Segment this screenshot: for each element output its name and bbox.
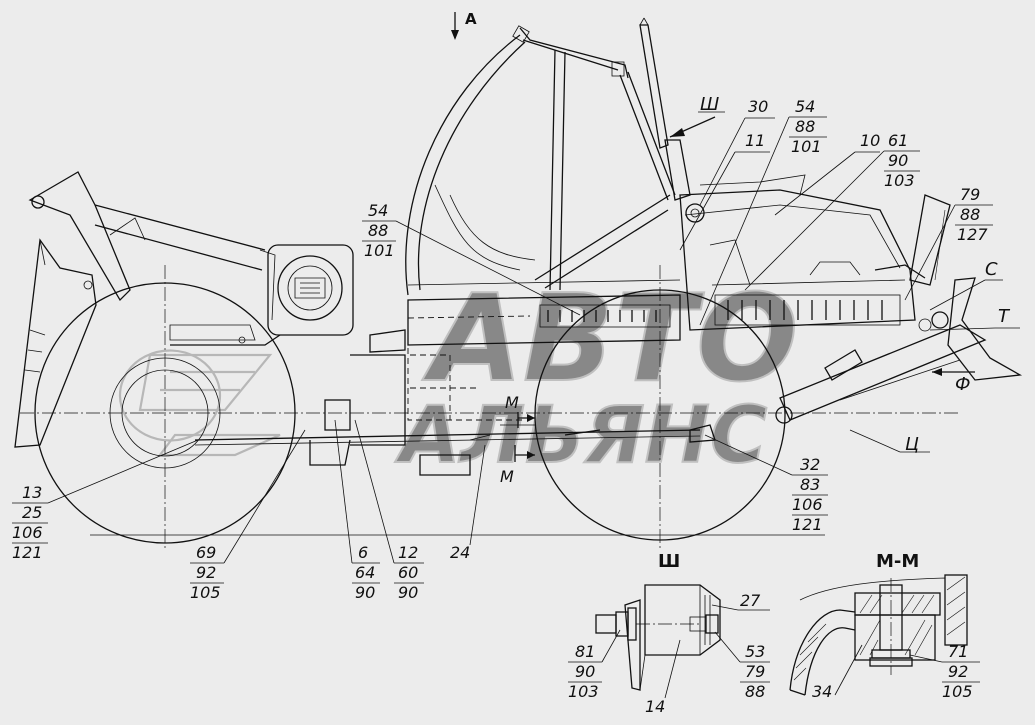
callout-32-83-106-121: 32 83 106 121	[704, 434, 828, 534]
callout-69-92-105: 69 92 105	[190, 429, 306, 602]
callout-32-a: 32	[800, 455, 820, 474]
callout-53-79-88: 53 79 88	[714, 631, 770, 701]
watermark-logo: АВТО АЛЬЯНС	[118, 269, 799, 482]
callout-81-90-103: 81 90 103	[568, 629, 621, 701]
callout-71-a: 71	[948, 642, 968, 661]
front-wheel	[534, 265, 786, 548]
mark-t: Т	[998, 306, 1011, 327]
callout-6-64-90: 6 64 90	[334, 419, 380, 602]
callout-12-60-90: 12 60 90	[354, 419, 424, 602]
rear-fender-slot	[169, 324, 256, 341]
callout-61-a: 61	[888, 131, 908, 150]
mark-ts: Ц	[905, 434, 919, 455]
callout-54-top-c: 101	[791, 137, 822, 156]
view-sh-label: Ш	[700, 94, 719, 115]
callout-53-a: 53	[745, 642, 765, 661]
blower-housing	[267, 244, 354, 336]
callout-71-92-105: 71 92 105	[909, 642, 980, 701]
callout-32-c: 106	[792, 495, 823, 514]
callout-13-d: 121	[12, 543, 43, 562]
callout-11: 11	[679, 131, 770, 251]
callout-69-b: 92	[196, 563, 216, 582]
exhaust-stack	[639, 24, 669, 149]
watermark-text-2: АЛЬЯНС	[394, 391, 767, 481]
hood	[679, 189, 916, 331]
callout-30-text: 30	[748, 97, 768, 116]
mark-c: С	[985, 259, 998, 280]
callout-13-25-106-121: 13 25 106 121	[12, 439, 199, 562]
callout-12-a: 12	[398, 543, 418, 562]
callout-6-c: 90	[355, 583, 375, 602]
callout-53-b: 79	[745, 662, 765, 681]
mark-m-bottom: М	[500, 467, 514, 486]
rear-implement	[14, 171, 276, 448]
section-mm-title: М-М	[876, 551, 919, 572]
callout-54-left-c: 101	[364, 241, 395, 260]
callout-13-c: 106	[12, 523, 43, 542]
callout-24-text: 24	[450, 543, 470, 562]
section-view-mm: М-М 71 92 105 34	[789, 551, 980, 701]
callout-10: 10	[774, 131, 880, 216]
callout-61-b: 90	[888, 151, 908, 170]
callout-13-a: 13	[22, 483, 42, 502]
front-blade	[947, 277, 1023, 381]
callout-69-a: 69	[196, 543, 216, 562]
callout-54-left-a: 54	[368, 201, 388, 220]
callout-24: 24	[450, 444, 486, 562]
callout-61-c: 103	[884, 171, 915, 190]
callout-6-a: 6	[358, 543, 368, 562]
callout-69-c: 105	[190, 583, 221, 602]
mark-m-top: М	[505, 393, 519, 412]
detail-sh-title: Ш	[658, 551, 680, 572]
callout-10-text: 10	[860, 131, 880, 150]
detail-view-sh: Ш 27 81 90 103 14 53 79 88	[568, 551, 770, 716]
lower-frame	[194, 329, 716, 476]
rear-wheel	[34, 265, 296, 548]
callout-54-top-b: 88	[795, 117, 815, 136]
callout-12-b: 60	[398, 563, 418, 582]
callout-54-left-b: 88	[368, 221, 388, 240]
callout-71-b: 92	[948, 662, 968, 681]
callout-81-c: 103	[568, 682, 599, 701]
callout-53-c: 88	[745, 682, 765, 701]
tractor-side-view	[14, 17, 1023, 548]
callout-54-top-a: 54	[795, 97, 815, 116]
callout-79-a: 79	[960, 185, 980, 204]
view-a-label: А	[465, 10, 477, 28]
grille-right	[714, 294, 901, 326]
callout-81-b: 90	[575, 662, 595, 681]
view-sh-marker: Ш	[669, 94, 725, 138]
callout-32-b: 83	[800, 475, 820, 494]
callout-71-c: 105	[942, 682, 973, 701]
callout-79-b: 88	[960, 205, 980, 224]
section-mm-markers: М М	[500, 393, 535, 486]
callout-61-90-103: 61 90 103	[744, 131, 920, 291]
callout-34-text: 34	[812, 682, 832, 701]
chassis-body	[407, 17, 1023, 424]
callout-11-text: 11	[745, 131, 765, 150]
callout-13-b: 25	[22, 503, 42, 522]
callout-54-88-101-top: 54 88 101	[699, 97, 827, 326]
callout-6-b: 64	[355, 563, 375, 582]
section-markers: С Т Ф Ц	[849, 259, 1020, 455]
grille-left	[539, 304, 671, 328]
watermark-text-1: АВТО	[422, 270, 798, 409]
view-a-marker: А	[451, 10, 477, 40]
callout-27-text: 27	[740, 591, 761, 610]
callout-81-a: 81	[575, 642, 595, 661]
callout-12-c: 90	[398, 583, 418, 602]
mark-f: Ф	[955, 374, 971, 395]
callout-79-c: 127	[957, 225, 988, 244]
cab-frame	[405, 25, 676, 296]
callout-32-d: 121	[792, 515, 823, 534]
callout-54-88-101-left: 54 88 101	[362, 201, 581, 316]
callout-79-88-127: 79 88 127	[904, 185, 993, 301]
callout-14-text: 14	[645, 697, 665, 716]
callout-30: 30	[699, 97, 775, 206]
